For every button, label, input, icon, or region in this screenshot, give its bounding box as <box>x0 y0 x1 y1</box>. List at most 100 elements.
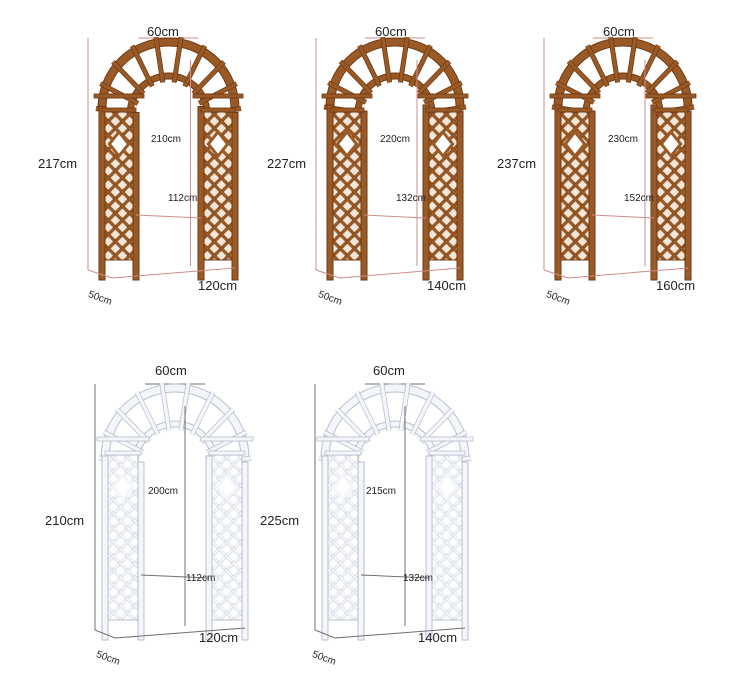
left-side-panel-beam <box>321 93 373 99</box>
outer-width-label: 160cm <box>656 278 696 293</box>
roof-slat-face <box>102 430 144 454</box>
roof-slat-face <box>172 36 183 83</box>
roof-slat-face <box>651 81 691 104</box>
left-side-panel-beam <box>93 93 145 99</box>
inner-width-dimension-line <box>591 214 655 219</box>
right-side-panel-beam <box>200 436 254 442</box>
left-side-panel-inner-post <box>137 461 145 641</box>
right-side-panel-diamond-window <box>215 472 239 502</box>
roof-slat-face <box>398 36 410 83</box>
roof-slat-face <box>160 382 171 431</box>
inner-width-label: 112cm <box>186 573 216 584</box>
depth-dimension-line <box>87 269 113 279</box>
inner-height-label: 210cm <box>151 134 182 145</box>
left-side-panel-diamond-window <box>111 472 135 502</box>
inner-width-label: 112cm <box>168 193 198 204</box>
inner-arch-rail-face <box>132 421 218 465</box>
roof-slat-face <box>626 36 638 83</box>
right-side-panel-rail <box>200 107 236 113</box>
outer-arch-rail-face <box>98 38 239 109</box>
roof-slat-face <box>130 44 154 88</box>
roof-slat-face <box>408 44 433 87</box>
outer-width-label: 120cm <box>199 630 239 645</box>
inner-arch-rail-face <box>352 421 438 465</box>
top-width-label: 60cm <box>147 24 179 39</box>
roof-slat-face <box>206 430 248 454</box>
outer-arch-rail-face <box>321 384 469 459</box>
top-width-label: 60cm <box>603 24 635 39</box>
total-height-label: 227cm <box>267 156 307 171</box>
outer-width-label: 120cm <box>198 278 238 293</box>
roof-slat-face <box>380 382 391 431</box>
depth-dimension-line <box>94 629 116 639</box>
left-side-panel-inner-post <box>132 112 140 281</box>
roof-slat-face <box>190 391 215 436</box>
roof-slat-face <box>426 430 468 454</box>
roof-slat-face <box>608 36 620 83</box>
left-side-panel-beam <box>549 93 601 99</box>
outer-width-label: 140cm <box>418 630 458 645</box>
left-side-panel-outer-post <box>321 455 329 641</box>
total-height-label: 237cm <box>497 156 537 171</box>
roof-slat-face <box>192 60 226 95</box>
inner-height-label: 200cm <box>148 486 179 497</box>
roof-slat-face <box>339 60 373 95</box>
roof-slat-face <box>417 60 451 95</box>
inner-height-label: 215cm <box>366 486 397 497</box>
roof-slat-face <box>636 44 661 87</box>
right-side-panel-diamond-window <box>435 472 459 502</box>
right-side-panel-rail <box>208 450 246 456</box>
right-side-panel-beam <box>645 93 697 99</box>
roof-slat-face <box>410 391 435 436</box>
right-side-panel-rail <box>425 107 461 113</box>
roof-slat-face <box>135 391 160 436</box>
right-side-panel-diamond-window <box>431 129 455 159</box>
left-side-panel-inner-post <box>360 110 368 281</box>
left-side-panel-rail <box>324 450 362 456</box>
top-width-label: 60cm <box>373 363 405 378</box>
right-side-panel-rail <box>428 450 466 456</box>
right-side-panel-inner-post <box>456 110 464 281</box>
right-side-panel-outer-post <box>197 106 205 281</box>
left-side-panel-outer-post <box>326 104 334 281</box>
inner-arch-rail <box>131 420 219 465</box>
roof-slat-face <box>111 60 145 95</box>
inner-arch-rail <box>351 420 439 465</box>
left-side-panel-outer-post <box>101 455 109 641</box>
roof-slat-face <box>645 60 679 95</box>
inner-width-dimension-line <box>363 214 427 219</box>
left-side-panel-diamond-window <box>331 472 355 502</box>
top-width-label: 60cm <box>155 363 187 378</box>
roof-slat-face <box>567 60 601 95</box>
outer-arch-rail-face <box>101 384 249 459</box>
left-side-panel-beam <box>96 436 150 442</box>
roof-slat-face <box>327 81 367 104</box>
right-side-panel-diamond-window <box>206 129 230 159</box>
outer-arch-rail-face <box>554 38 692 108</box>
right-side-panel-diamond-window <box>659 129 683 159</box>
total-height-label: 225cm <box>260 513 300 528</box>
depth-dimension-line <box>315 269 341 279</box>
outer-width-dimension-line <box>339 267 461 279</box>
left-side-panel-diamond-window <box>563 129 587 159</box>
arch-white-2-illustration <box>314 382 474 641</box>
left-side-panel-rail <box>329 107 365 113</box>
right-side-panel-beam <box>420 436 474 442</box>
total-height-label: 210cm <box>45 513 85 528</box>
inner-height-label: 230cm <box>608 134 639 145</box>
left-side-panel-outer-post <box>554 104 562 281</box>
outer-width-dimension-line <box>114 627 246 639</box>
roof-slat-face <box>423 81 463 104</box>
right-side-panel-outer-post <box>425 455 433 641</box>
left-side-panel-diamond-window <box>107 129 131 159</box>
left-side-panel-rail <box>557 107 593 113</box>
depth-dimension-line <box>314 629 336 639</box>
roof-slat-face <box>198 82 238 105</box>
arch-wood-3-illustration <box>543 36 697 281</box>
right-side-panel-inner-post <box>241 461 249 641</box>
inner-width-dimension-line <box>135 214 202 219</box>
left-side-panel-rail <box>101 107 137 113</box>
roof-slat-face <box>99 82 139 105</box>
top-width-label: 60cm <box>375 24 407 39</box>
outer-width-dimension-line <box>334 627 466 639</box>
